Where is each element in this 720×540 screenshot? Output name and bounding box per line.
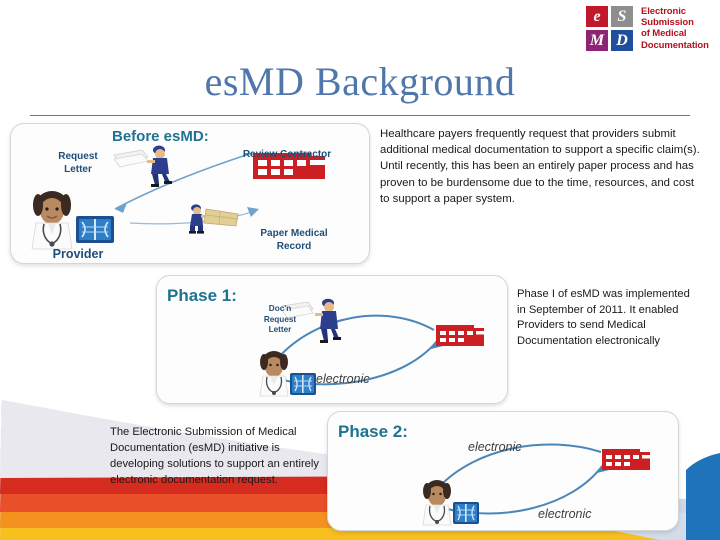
blue-bar-cap (686, 453, 720, 470)
review-contractor-building-icon (253, 153, 325, 179)
logo-line-4: Documentation (641, 39, 709, 51)
logo-tile-s: S (611, 6, 633, 27)
mailman-icon-upper (147, 145, 172, 187)
logo-line-1: Electronic (641, 6, 686, 17)
paper-medical-record-label: Paper Medical Record (260, 228, 328, 252)
logo-tile-d: D (611, 30, 633, 51)
docn-request-letter-label: Doc'n Request Letter (263, 304, 297, 334)
medical-scan-icon (76, 216, 114, 243)
logo-line-3: of Medical (641, 28, 687, 40)
panel-phase-2-label: Phase 2: (338, 422, 408, 441)
logo-wordmark: Electronic Submission of Medical Documen… (641, 6, 709, 51)
review-contractor-label: Review Contractor (242, 149, 332, 160)
arrow-phase1-inbound (276, 314, 435, 360)
phase1-medical-scan-icon (290, 373, 316, 395)
panel-phase-1-label: Phase 1: (167, 286, 237, 305)
blue-bar-right (686, 470, 720, 540)
arrowhead-paper-record (247, 207, 259, 217)
paragraph-before-esmd: Healthcare payers frequently request tha… (380, 128, 700, 205)
request-letter-envelope-icon (113, 149, 149, 168)
esmd-logo: e S M D Electronic Submission of Medical… (586, 6, 709, 51)
request-letter-label: Request Letter (58, 151, 98, 175)
logo-line-2: Submission (641, 17, 694, 29)
arrowhead-request-letter (115, 203, 127, 213)
phase2-provider-icon (422, 480, 452, 526)
phase2-electronic-top-label: electronic (468, 440, 522, 454)
panel-before-esmd-label: Before esMD: (112, 128, 209, 145)
page-title: esMD Background (204, 59, 516, 104)
phase1-mailman-icon (315, 298, 341, 343)
before-esmd-diagram (31, 145, 325, 250)
provider-doctor-icon (31, 191, 73, 250)
mailman-package-icon (189, 204, 239, 234)
arrow-phase2-inbound (438, 443, 602, 488)
phase1-electronic-label: electronic (316, 372, 370, 386)
title-divider (30, 115, 690, 116)
logo-tile-e: e (586, 6, 608, 27)
logo-tiles: e S M D (586, 6, 633, 51)
provider-label: Provider (52, 247, 104, 261)
paragraph-phase-1: Phase I of esMD was implemented in Septe… (517, 288, 690, 347)
logo-tile-m: M (586, 30, 608, 51)
phase1-contractor-building-icon (436, 325, 484, 346)
arrow-request-letter (114, 152, 253, 210)
phase2-diagram (422, 443, 650, 526)
phase2-medical-scan-icon (453, 502, 479, 524)
phase2-contractor-building-icon (602, 449, 650, 470)
swoosh-blue-right (686, 455, 720, 540)
phase2-electronic-bottom-label: electronic (538, 507, 592, 521)
phase1-provider-icon (259, 351, 289, 397)
paragraph-bottom-left: The Electronic Submission of Medical Doc… (110, 426, 319, 486)
phase1-diagram (259, 298, 484, 397)
panel-phase-2 (327, 411, 679, 531)
phase1-envelope-icon (281, 301, 314, 319)
